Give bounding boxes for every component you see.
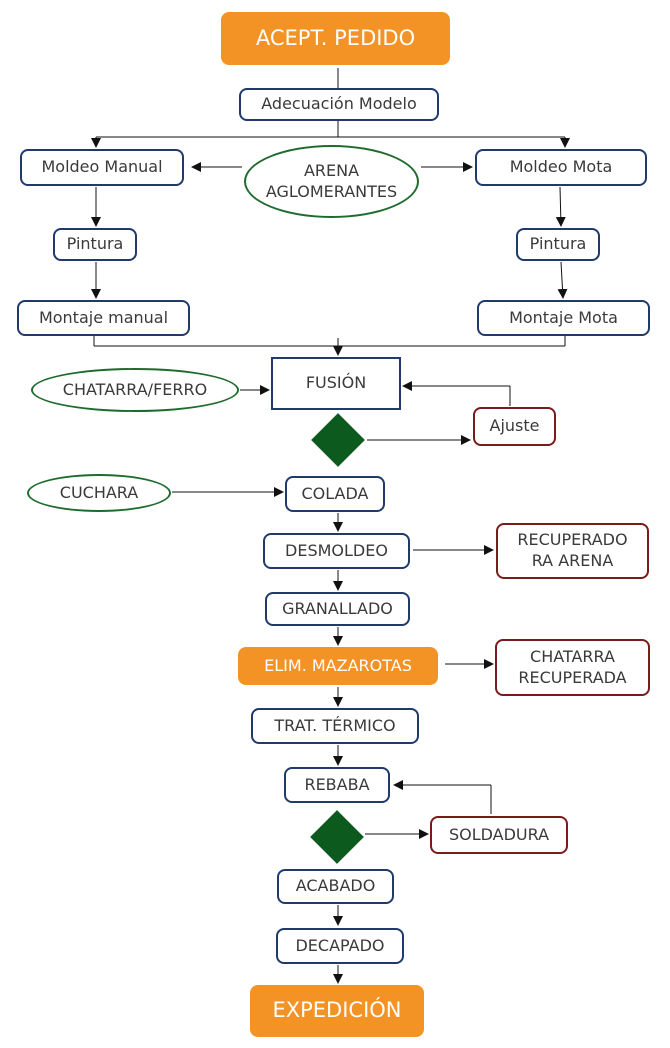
node-arena-aglomerantes: ARENA AGLOMERANTES (244, 145, 419, 218)
node-adecuacion-modelo: Adecuación Modelo (239, 88, 439, 121)
node-moldeo-mota: Moldeo Mota (475, 149, 647, 186)
node-colada: COLADA (285, 476, 385, 512)
node-cuchara-label: CUCHARA (59, 482, 139, 502)
node-moldeo-manual-label: Moldeo Manual (41, 157, 163, 177)
node-acept-pedido: ACEPT. PEDIDO (221, 12, 450, 65)
node-acabado-label: ACABADO (295, 876, 376, 896)
node-ajuste: Ajuste (473, 407, 556, 446)
node-recuperado-arena: RECUPERADO RA ARENA (496, 523, 649, 579)
node-expedicion-label: EXPEDICIÓN (272, 998, 402, 1023)
node-desmoldeo-label: DESMOLDEO (285, 540, 388, 560)
node-rebaba: REBABA (284, 767, 390, 803)
node-elim-mazarotas-label: ELIM. MAZAROTAS (264, 655, 412, 675)
node-trat-termico-label: TRAT. TÉRMICO (274, 715, 396, 735)
node-trat-termico: TRAT. TÉRMICO (251, 708, 419, 744)
node-chatarra-ferro: CHATARRA/FERRO (31, 368, 239, 412)
node-acept-pedido-label: ACEPT. PEDIDO (255, 25, 416, 50)
node-acabado: ACABADO (277, 869, 394, 904)
node-pintura-izq-label: Pintura (66, 234, 124, 254)
node-colada-label: COLADA (301, 483, 369, 503)
node-fusion: FUSIÓN (271, 357, 401, 410)
node-rebaba-label: REBABA (304, 774, 370, 794)
node-desmoldeo: DESMOLDEO (263, 533, 410, 569)
node-expedicion: EXPEDICIÓN (250, 985, 424, 1037)
node-montaje-manual-label: Montaje manual (38, 307, 169, 327)
node-montaje-mota-label: Montaje Mota (509, 307, 618, 327)
node-arena-label-1: ARENA (303, 160, 360, 180)
node-ajuste-label: Ajuste (489, 416, 540, 436)
node-montaje-mota: Montaje Mota (477, 300, 650, 336)
node-recuperado-arena-label-1: RECUPERADO (517, 530, 628, 550)
node-chatarra-ferro-label: CHATARRA/FERRO (62, 379, 208, 399)
node-moldeo-manual: Moldeo Manual (20, 149, 184, 186)
node-chatarra-recuperada-label-1: CHATARRA (530, 646, 615, 666)
node-elim-mazarotas: ELIM. MAZAROTAS (238, 647, 438, 685)
node-pintura-der: Pintura (516, 228, 600, 261)
node-moldeo-mota-label: Moldeo Mota (509, 157, 613, 177)
node-granallado-label: GRANALLADO (282, 598, 393, 618)
node-fusion-label: FUSIÓN (305, 373, 367, 393)
node-adecuacion-modelo-label: Adecuación Modelo (261, 94, 417, 114)
node-arena-label-2: AGLOMERANTES (265, 181, 398, 201)
node-cuchara: CUCHARA (27, 474, 171, 512)
node-decapado-label: DECAPADO (295, 935, 385, 955)
node-granallado: GRANALLADO (265, 592, 410, 626)
node-pintura-der-label: Pintura (529, 234, 587, 254)
node-chatarra-recuperada: CHATARRA RECUPERADA (495, 639, 650, 696)
node-pintura-izq: Pintura (53, 228, 137, 261)
node-recuperado-arena-label-2: RA ARENA (531, 551, 614, 570)
node-soldadura-label: SOLDADURA (448, 824, 550, 844)
node-montaje-manual: Montaje manual (17, 300, 190, 336)
node-decapado: DECAPADO (276, 928, 404, 964)
node-soldadura: SOLDADURA (430, 816, 568, 854)
node-chatarra-recuperada-label-2: RECUPERADA (518, 667, 627, 687)
